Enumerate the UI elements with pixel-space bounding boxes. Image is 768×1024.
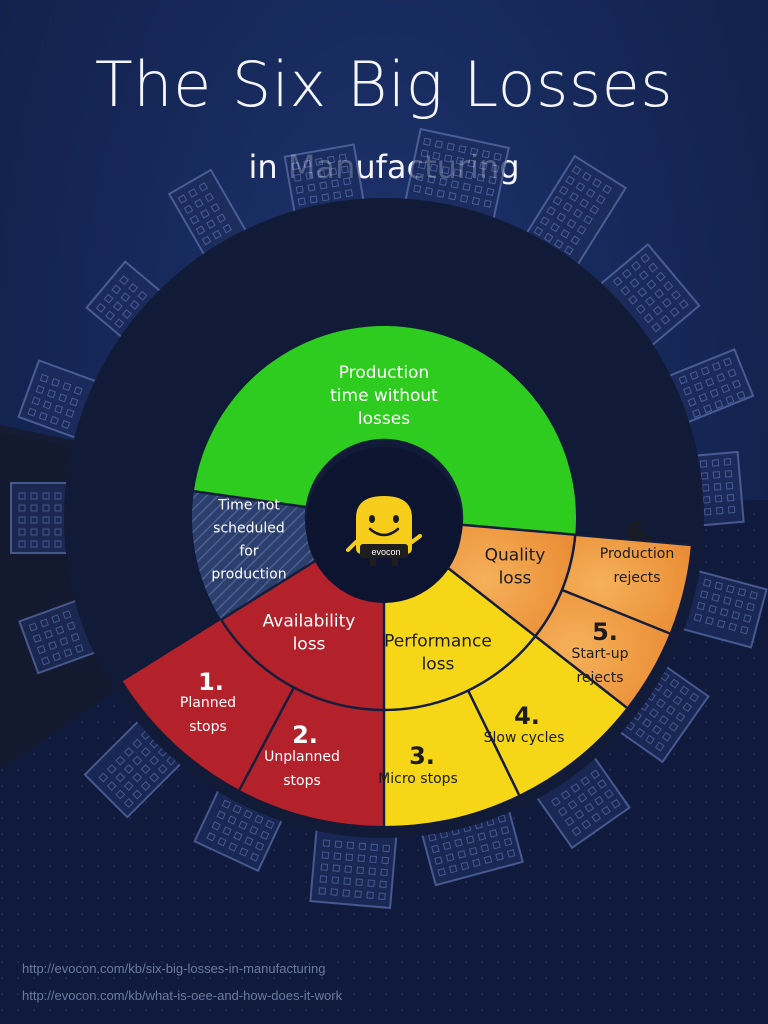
loss-2-number: 2. bbox=[292, 721, 318, 749]
segment-production bbox=[193, 325, 577, 535]
link-six-big-losses[interactable]: http://evocon.com/kb/six-big-losses-in-m… bbox=[22, 961, 326, 976]
segment-performance bbox=[384, 566, 536, 710]
segment-loss-6 bbox=[562, 534, 691, 634]
loss-5-number: 5. bbox=[592, 618, 618, 646]
segment-loss-3 bbox=[384, 690, 520, 826]
segment-loss-5 bbox=[535, 589, 670, 708]
link-what-is-oee[interactable]: http://evocon.com/kb/what-is-oee-and-how… bbox=[22, 988, 343, 1003]
evocon-mascot-icon bbox=[346, 496, 422, 566]
segment-loss-1 bbox=[122, 619, 294, 790]
loss-6-number: 6. bbox=[627, 518, 653, 546]
loss-3-number: 3. bbox=[409, 742, 435, 770]
loss-1-number: 1. bbox=[198, 668, 224, 696]
building-icon bbox=[672, 567, 768, 649]
page-title: The Six Big Losses bbox=[94, 48, 674, 121]
brand-label: evocon bbox=[371, 547, 400, 557]
loss-3-label: Micro stops bbox=[378, 771, 458, 787]
segment-quality bbox=[445, 524, 576, 637]
loss-4-label: Slow cycles bbox=[484, 730, 565, 746]
segment-availability bbox=[221, 559, 384, 710]
segment-loss-4 bbox=[468, 636, 627, 795]
loss-4-number: 4. bbox=[514, 702, 540, 730]
segment-not-scheduled bbox=[191, 491, 318, 620]
segment-dividers bbox=[193, 438, 691, 826]
